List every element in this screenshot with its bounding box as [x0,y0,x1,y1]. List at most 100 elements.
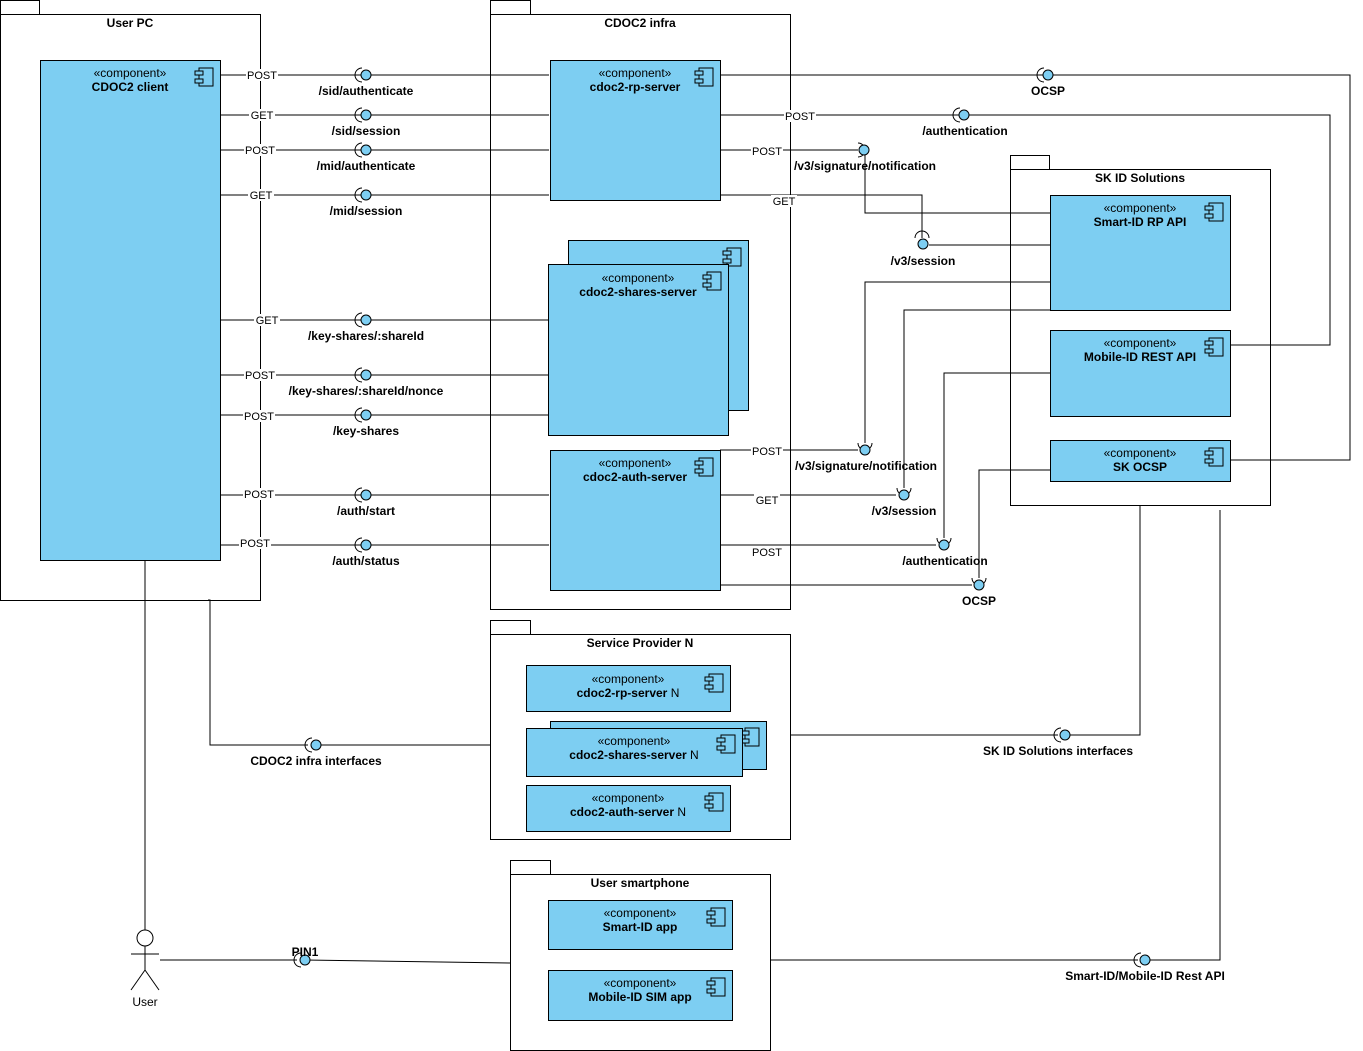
svg-text:«component»: «component» [604,906,677,920]
method-label: POST [245,370,275,382]
component-smart-id-app: «component» Smart-ID app [548,900,733,950]
component-name: cdoc2-auth-server N [570,805,686,819]
actor-user: User [130,929,160,1009]
method-label: GET [773,196,796,208]
svg-text:«component»: «component» [1104,446,1177,460]
interface-key-shares-id: /key-shares/:shareId [308,312,424,343]
method-label: GET [756,495,779,507]
svg-text:/v3/session: /v3/session [891,254,956,268]
interface-sk-id-interfaces: SK ID Solutions interfaces [983,727,1133,758]
interface-v3-notification-bottom: /v3/signature/notification [795,442,937,473]
svg-text:«component»: «component» [1104,336,1177,350]
svg-text:/authentication: /authentication [902,554,987,568]
package-title: User PC [107,16,154,30]
method-label: POST [245,145,275,157]
component-sp-auth-server: «component» cdoc2-auth-server N [526,785,731,832]
interface-ocsp-top: OCSP [1031,67,1065,98]
svg-text:CDOC2 infra interfaces: CDOC2 infra interfaces [250,754,382,768]
method-label: POST [247,70,277,82]
svg-text:OCSP: OCSP [1031,84,1065,98]
interface-authentication-top: /authentication [922,107,1008,138]
svg-text:«component»: «component» [598,734,671,748]
component-mobile-id-rest-api: «component» Mobile-ID REST API [1050,330,1231,417]
svg-text:OCSP: OCSP [962,594,996,608]
interface-v3-session-bottom: /v3/session [872,487,937,518]
interface-ocsp-bottom: OCSP [962,577,996,608]
component-cdoc2-shares-server: «component» cdoc2-shares-server [548,240,749,436]
component-cdoc2-auth-server: «component» cdoc2-auth-server [550,450,721,591]
interface-pin1: PIN1 [292,945,319,968]
svg-text:/authentication: /authentication [922,124,1007,138]
svg-text:«component»: «component» [604,976,677,990]
interface-cdoc2-infra-interfaces: CDOC2 infra interfaces [250,737,382,768]
method-label: POST [752,547,782,559]
svg-text:cdoc2-auth-server: cdoc2-auth-server [583,470,687,484]
method-label: POST [244,411,274,423]
svg-text:/mid/session: /mid/session [330,204,403,218]
svg-text:SK ID Solutions interfaces: SK ID Solutions interfaces [983,744,1133,758]
component-cdoc2-rp-server: «component» cdoc2-rp-server [550,60,721,201]
svg-text:«component»: «component» [599,66,672,80]
interface-smart-mobile-rest: Smart-ID/Mobile-ID Rest API [1065,952,1225,983]
component-name: cdoc2-rp-server N [577,686,680,700]
svg-text:/sid/session: /sid/session [332,124,401,138]
component-cdoc2-client: «component» CDOC2 client [40,60,221,561]
interface-v3-notification-top: /v3/signature/notification [794,142,936,173]
svg-text:CDOC2 client: CDOC2 client [92,80,169,94]
svg-text:/v3/session: /v3/session [872,504,937,518]
svg-text:PIN1: PIN1 [292,945,319,959]
svg-text:«component»: «component» [602,271,675,285]
svg-text:«component»: «component» [592,791,665,805]
svg-text:/sid/authenticate: /sid/authenticate [319,84,414,98]
component-sp-shares-server: «component» cdoc2-shares-server N [526,721,767,777]
method-label: POST [785,111,815,123]
interface-auth-start: /auth/start [337,487,395,518]
method-label: GET [250,190,273,202]
component-sp-rp-server: «component» cdoc2-rp-server N [526,665,731,712]
component-sk-ocsp: «component» SK OCSP [1050,440,1231,482]
method-label: POST [752,446,782,458]
svg-text:Smart-ID/Mobile-ID Rest API: Smart-ID/Mobile-ID Rest API [1065,969,1225,983]
method-label: POST [240,538,270,550]
svg-text:Mobile-ID REST API: Mobile-ID REST API [1084,350,1196,364]
interface-key-shares: /key-shares [333,407,399,438]
package-user-smartphone: User smartphone [510,860,771,1051]
svg-text:Mobile-ID SIM app: Mobile-ID SIM app [588,990,691,1004]
component-smart-id-rp-api: «component» Smart-ID RP API [1050,195,1231,311]
interface-v3-session-top: /v3/session [891,230,956,268]
svg-text:/auth/start: /auth/start [337,504,395,518]
svg-text:«component»: «component» [592,672,665,686]
svg-text:/key-shares/:shareId/nonce: /key-shares/:shareId/nonce [289,384,444,398]
svg-text:/mid/authenticate: /mid/authenticate [317,159,416,173]
method-label: POST [752,146,782,158]
interface-authentication-bottom: /authentication [902,537,988,568]
svg-text:«component»: «component» [1104,201,1177,215]
svg-text:cdoc2-shares-server: cdoc2-shares-server [579,285,697,299]
component-name: cdoc2-shares-server N [569,748,698,762]
svg-text:/key-shares: /key-shares [333,424,399,438]
svg-text:/auth/status: /auth/status [332,554,400,568]
method-label: POST [244,489,274,501]
interface-mid-session: /mid/session [330,187,403,218]
package-title: Service Provider N [587,636,694,650]
method-label: GET [256,315,279,327]
actor-label: User [132,995,157,1009]
package-title: User smartphone [591,876,690,890]
svg-text:«component»: «component» [94,66,167,80]
connector-lines [144,74,1351,964]
method-labels: POST GET POST GET GET POST POST POST POS… [239,69,816,559]
method-label: GET [251,110,274,122]
package-title: CDOC2 infra [604,16,676,30]
svg-text:«component»: «component» [599,456,672,470]
package-title: SK ID Solutions [1095,171,1185,185]
interface-key-shares-nonce: /key-shares/:shareId/nonce [289,367,444,398]
svg-text:Smart-ID RP API: Smart-ID RP API [1094,215,1187,229]
interface-mid-authenticate: /mid/authenticate [317,142,416,173]
svg-text:SK OCSP: SK OCSP [1113,460,1167,474]
component-mobile-id-sim-app: «component» Mobile-ID SIM app [548,970,733,1021]
svg-text:/v3/signature/notification: /v3/signature/notification [794,159,936,173]
interface-sid-session: /sid/session [332,107,401,138]
interface-auth-status: /auth/status [332,537,400,568]
svg-text:Smart-ID app: Smart-ID app [603,920,678,934]
interface-sid-authenticate: /sid/authenticate [319,67,414,98]
